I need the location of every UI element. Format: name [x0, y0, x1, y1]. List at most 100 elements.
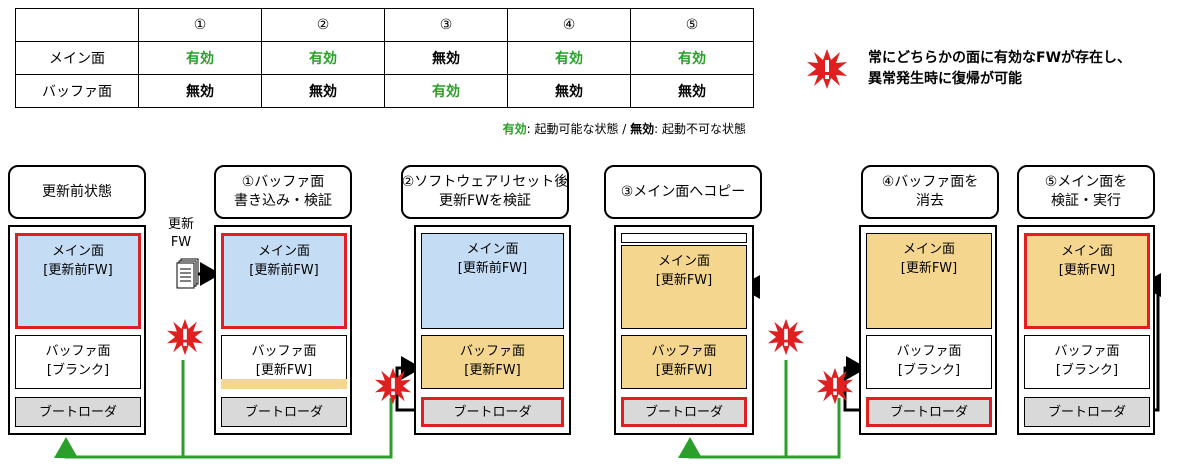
flash-memory-column: メイン面 [更新前FW] バッファ面 [更新FW] ブートローダ	[214, 225, 352, 435]
step-title-line: ②ソフトウェアリセット後	[401, 174, 569, 190]
partition-content: [更新前FW]	[457, 261, 528, 276]
partition-label: メイン面	[51, 244, 104, 259]
flash-memory-column: メイン面 [更新FW] バッファ面 [ブランク] ブートローダ	[1017, 225, 1155, 435]
main-partition: メイン面 [更新前FW]	[221, 233, 347, 329]
fw-file-label: 更新 FW	[168, 216, 194, 252]
fw-file-label-line: 更新	[168, 217, 195, 232]
document-icon	[176, 258, 199, 289]
fw-file-label-line: FW	[170, 235, 192, 250]
step-title-line: ③メイン面へコピー	[620, 183, 746, 200]
table-row-main: メイン面 有効 有効 無効 有効 有効	[15, 41, 754, 75]
legend-valid-term: 有効	[502, 122, 527, 136]
bootloader-partition: ブートローダ	[1024, 397, 1150, 427]
flash-memory-column: メイン面 [更新FW] バッファ面 [更新FW] ブートローダ	[614, 225, 754, 435]
step-title-line: 更新前状態	[42, 183, 112, 200]
main-partition: メイン面 [更新FW]	[621, 245, 747, 329]
main-partition: メイン面 [更新FW]	[866, 233, 992, 329]
partition-label: バッファ面	[651, 344, 717, 359]
partition-label: メイン面	[466, 242, 519, 257]
buffer-partition: バッファ面 [更新FW]	[421, 335, 564, 389]
flash-memory-column: メイン面 [更新前FW] バッファ面 [更新FW] ブートローダ	[414, 225, 571, 435]
step-title-line: 消去	[916, 193, 944, 209]
step-title: 更新前状態	[8, 165, 146, 219]
partition-label: バッファ面	[45, 344, 111, 359]
partition-content: [更新FW]	[1058, 263, 1116, 278]
step-title-line: ⑤メイン面を	[1044, 174, 1128, 190]
table-cell: 無効	[384, 41, 508, 75]
partition-content: [更新FW]	[464, 363, 521, 378]
partition-content: [更新FW]	[655, 273, 713, 288]
note-line: 異常発生時に復帰が可能	[868, 71, 1022, 87]
step-title-line: ④バッファ面を	[881, 174, 979, 190]
table-cell: 有効	[630, 41, 754, 75]
step-title: ①バッファ面 書き込み・検証	[214, 165, 352, 219]
step-title: ⑤メイン面を 検証・実行	[1017, 165, 1155, 219]
alert-burst-icon	[767, 318, 805, 356]
partition-label: ブートローダ	[644, 404, 723, 420]
row-label: メイン面	[15, 41, 139, 75]
erased-region	[621, 233, 747, 243]
step-title: ④バッファ面を 消去	[861, 165, 999, 219]
partition-label: ブートローダ	[889, 404, 968, 420]
buffer-partition: バッファ面 [ブランク]	[15, 335, 141, 389]
partition-content: [更新FW]	[900, 261, 958, 276]
state-table: ① ② ③ ④ ⑤ メイン面 有効 有効 無効 有効 有効 バッファ面 無効 無…	[15, 8, 754, 108]
buffer-partition: バッファ面 [ブランク]	[1024, 335, 1150, 389]
step-title-line: ①バッファ面	[241, 174, 325, 190]
main-partition: メイン面 [更新前FW]	[15, 233, 141, 329]
buffer-partition: バッファ面 [更新FW]	[621, 335, 747, 389]
partition-label: ブートローダ	[244, 404, 323, 420]
partition-label: メイン面	[902, 242, 955, 257]
table-cell: 無効	[138, 74, 262, 108]
step-title-line: 書き込み・検証	[234, 193, 332, 209]
legend-valid-desc: : 起動可能な状態 /	[526, 122, 631, 136]
table-cell: 無効	[630, 74, 754, 108]
alert-burst-icon	[816, 367, 854, 405]
buffer-partition: バッファ面 [ブランク]	[866, 335, 992, 389]
note-text: 常にどちらかの面に有効なFWが存在し、 異常発生時に復帰が可能	[868, 48, 1131, 90]
note-line: 常にどちらかの面に有効なFWが存在し、	[868, 50, 1132, 66]
partition-label: バッファ面	[459, 344, 525, 359]
table-cell: 有効	[384, 74, 508, 108]
bootloader-partition: ブートローダ	[15, 397, 141, 427]
step-title-line: 更新FWを検証	[439, 193, 531, 209]
legend-invalid-term: 無効	[630, 122, 655, 136]
row-label: バッファ面	[15, 74, 139, 108]
main-partition: メイン面 [更新FW]	[1024, 233, 1150, 329]
table-row-buffer: バッファ面 無効 無効 有効 無効 無効	[15, 74, 754, 108]
partition-label: ブートローダ	[38, 404, 117, 420]
partition-label: バッファ面	[1054, 344, 1120, 359]
partition-content: [更新前FW]	[43, 263, 113, 278]
main-partition: メイン面 [更新前FW]	[421, 233, 564, 329]
table-header: ⑤	[630, 8, 754, 42]
legend-invalid-desc: : 起動不可な状態	[654, 122, 746, 136]
table-cell: 無効	[261, 74, 385, 108]
partition-label: メイン面	[1060, 244, 1113, 259]
table-header: ③	[384, 8, 508, 42]
partition-content: [ブランク]	[46, 363, 110, 378]
partition-label: バッファ面	[251, 344, 317, 359]
alert-burst-icon	[807, 49, 847, 89]
partition-label: メイン面	[257, 244, 310, 259]
bootloader-partition: ブートローダ	[221, 397, 347, 427]
flash-memory-column: メイン面 [更新前FW] バッファ面 [ブランク] ブートローダ	[8, 225, 146, 435]
partition-content: [更新前FW]	[249, 263, 319, 278]
bootloader-partition: ブートローダ	[866, 397, 992, 427]
bootloader-partition: ブートローダ	[621, 397, 747, 427]
partition-label: ブートローダ	[453, 404, 532, 420]
alert-burst-icon	[166, 318, 204, 356]
step-title: ③メイン面へコピー	[604, 165, 762, 219]
step-title: ②ソフトウェアリセット後 更新FWを検証	[401, 165, 569, 219]
step-title-line: 検証・実行	[1051, 193, 1121, 209]
bootloader-partition: ブートローダ	[421, 397, 564, 427]
legend: 有効: 起動可能な状態 / 無効: 起動不可な状態	[300, 120, 746, 137]
partition-content: [更新FW]	[655, 363, 713, 378]
partition-content: [ブランク]	[897, 363, 961, 378]
partition-content: [ブランク]	[1055, 363, 1119, 378]
written-fw-bar	[221, 379, 347, 389]
partition-label: メイン面	[657, 254, 710, 269]
flash-memory-column: メイン面 [更新FW] バッファ面 [ブランク] ブートローダ	[859, 225, 997, 435]
partition-content: [更新FW]	[255, 363, 313, 378]
alert-burst-icon	[374, 367, 412, 405]
partition-label: ブートローダ	[1047, 404, 1126, 420]
